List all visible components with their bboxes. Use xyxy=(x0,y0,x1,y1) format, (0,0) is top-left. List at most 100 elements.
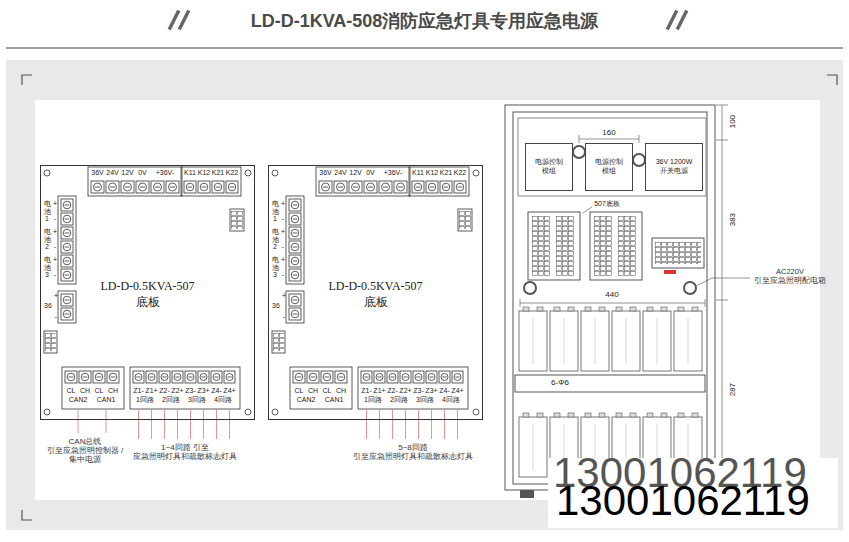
board-name: 底板 xyxy=(269,294,482,310)
terminal-label: K12 xyxy=(426,169,438,177)
circuit-board: LD-D-0.5KVA-507底板 xyxy=(268,165,483,420)
terminal-label: - xyxy=(54,243,56,251)
terminal-label: 1回路 xyxy=(136,396,154,404)
annotation: CAN总线 引至应急照明控制器 /集中电源 xyxy=(45,437,125,465)
dimension-label: 100 xyxy=(728,115,737,128)
terminal-label: - xyxy=(283,313,285,321)
terminal-label: Z4+ xyxy=(451,387,463,395)
control-module: 电源控制 模组 xyxy=(525,143,573,191)
terminal-label: Z1- xyxy=(361,387,372,395)
terminal-label: 36 xyxy=(44,302,52,310)
terminal-label: 0V xyxy=(138,169,147,177)
terminal-label: CL xyxy=(67,387,76,395)
terminal-label: + xyxy=(53,256,57,264)
terminal-label: - xyxy=(282,271,284,279)
terminal-label: + xyxy=(282,292,286,300)
annotation: 5~8回路 引至应急照明灯具和疏散标志灯具 xyxy=(351,443,476,461)
text-group: LD-D-0.5KVA-507底板 xyxy=(41,278,254,310)
terminal-label: 12V xyxy=(349,169,361,177)
terminal-label: CH xyxy=(80,387,90,395)
terminal-label: 24V xyxy=(106,169,118,177)
terminal-label: Z4+ xyxy=(223,387,235,395)
terminal-label: Z2+ xyxy=(171,387,183,395)
board-drawing xyxy=(40,165,255,420)
terminal-label: + xyxy=(281,228,285,236)
board-drawing xyxy=(268,165,483,420)
terminal-label: K21 xyxy=(212,169,224,177)
terminal-label: Z2- xyxy=(387,387,398,395)
terminal-label: + xyxy=(281,256,285,264)
battery-label: 电池2 xyxy=(44,228,51,251)
watermark: 13001062119 xyxy=(556,480,810,522)
part-label: 507底板 xyxy=(594,200,620,208)
annotation: AC220V 引至应急照明配电箱 xyxy=(750,268,830,285)
terminal-label: K22 xyxy=(226,169,238,177)
terminal-label: + xyxy=(53,228,57,236)
terminal-label: CAN1 xyxy=(325,396,344,404)
text-group: LD-D-0.5KVA-507底板 xyxy=(269,278,482,310)
terminal-label: Z3+ xyxy=(197,387,209,395)
dimension-label: 383 xyxy=(728,213,737,226)
terminal-label: + xyxy=(281,200,285,208)
terminal-label: Z1+ xyxy=(373,387,385,395)
board-model: LD-D-0.5KVA-507 xyxy=(269,278,482,294)
terminal-label: 3回路 xyxy=(416,396,434,404)
terminal-label: K12 xyxy=(198,169,210,177)
text-group: 36V 1200W 开关电源 xyxy=(651,158,697,176)
white-panel xyxy=(35,100,820,500)
terminal-label: Z2+ xyxy=(399,387,411,395)
dimension-label: 160 xyxy=(602,128,615,137)
terminal-label: K22 xyxy=(454,169,466,177)
terminal-label: - xyxy=(282,215,284,223)
terminal-label: 3回路 xyxy=(188,396,206,404)
power-supply: 36V 1200W 开关电源 xyxy=(645,143,703,191)
text-group: 电源控制 模组 xyxy=(529,158,569,176)
terminal-label: CL xyxy=(295,387,304,395)
terminal-label: Z3+ xyxy=(425,387,437,395)
terminal-label: 1回路 xyxy=(364,396,382,404)
terminal-label: 36V xyxy=(319,169,331,177)
terminal-label: +36V- xyxy=(156,169,175,177)
text-group: 电源控制 模组 xyxy=(589,158,629,176)
terminal-label: K21 xyxy=(440,169,452,177)
terminal-label: Z2- xyxy=(159,387,170,395)
terminal-label: Z1+ xyxy=(145,387,157,395)
terminal-label: 4回路 xyxy=(442,396,460,404)
terminal-label: CH xyxy=(336,387,346,395)
terminal-label: Z4- xyxy=(439,387,450,395)
terminal-label: Z4- xyxy=(211,387,222,395)
terminal-label: - xyxy=(54,215,56,223)
cabinet-drawing xyxy=(505,105,715,490)
terminal-label: CH xyxy=(108,387,118,395)
battery-label: 电池1 xyxy=(44,200,51,223)
terminal-label: +36V- xyxy=(384,169,403,177)
dimension-lines xyxy=(520,105,750,482)
terminal-label: 36 xyxy=(272,302,280,310)
terminal-label: 36V xyxy=(91,169,103,177)
terminal-label: 2回路 xyxy=(162,396,180,404)
terminal-label: Z3- xyxy=(185,387,196,395)
terminal-label: CL xyxy=(95,387,104,395)
terminal-label: 12V xyxy=(121,169,133,177)
terminal-label: CAN1 xyxy=(97,396,116,404)
terminal-label: K11 xyxy=(412,169,424,177)
terminal-label: - xyxy=(54,271,56,279)
terminal-label: - xyxy=(282,243,284,251)
dimension-label: 287 xyxy=(728,383,737,396)
annotation: 1~4回路 引至 应急照明灯具和疏散标志灯具 xyxy=(129,443,241,461)
board-name: 底板 xyxy=(41,294,254,310)
terminal-label: CH xyxy=(308,387,318,395)
dimension-label: 6-Φ6 xyxy=(551,378,569,387)
circuit-board: LD-D-0.5KVA-507底板 xyxy=(40,165,255,420)
terminal-label: 2回路 xyxy=(390,396,408,404)
board-model: LD-D-0.5KVA-507 xyxy=(41,278,254,294)
control-module: 电源控制 模组 xyxy=(585,143,633,191)
battery-label: 电池1 xyxy=(272,200,279,223)
battery-label: 电池3 xyxy=(272,256,279,279)
module-label: 电源控制 模组 xyxy=(589,158,629,176)
page-title: LD-D-1KVA-508消防应急灯具专用应急电源 xyxy=(251,9,599,33)
terminal-label: CAN2 xyxy=(297,396,316,404)
